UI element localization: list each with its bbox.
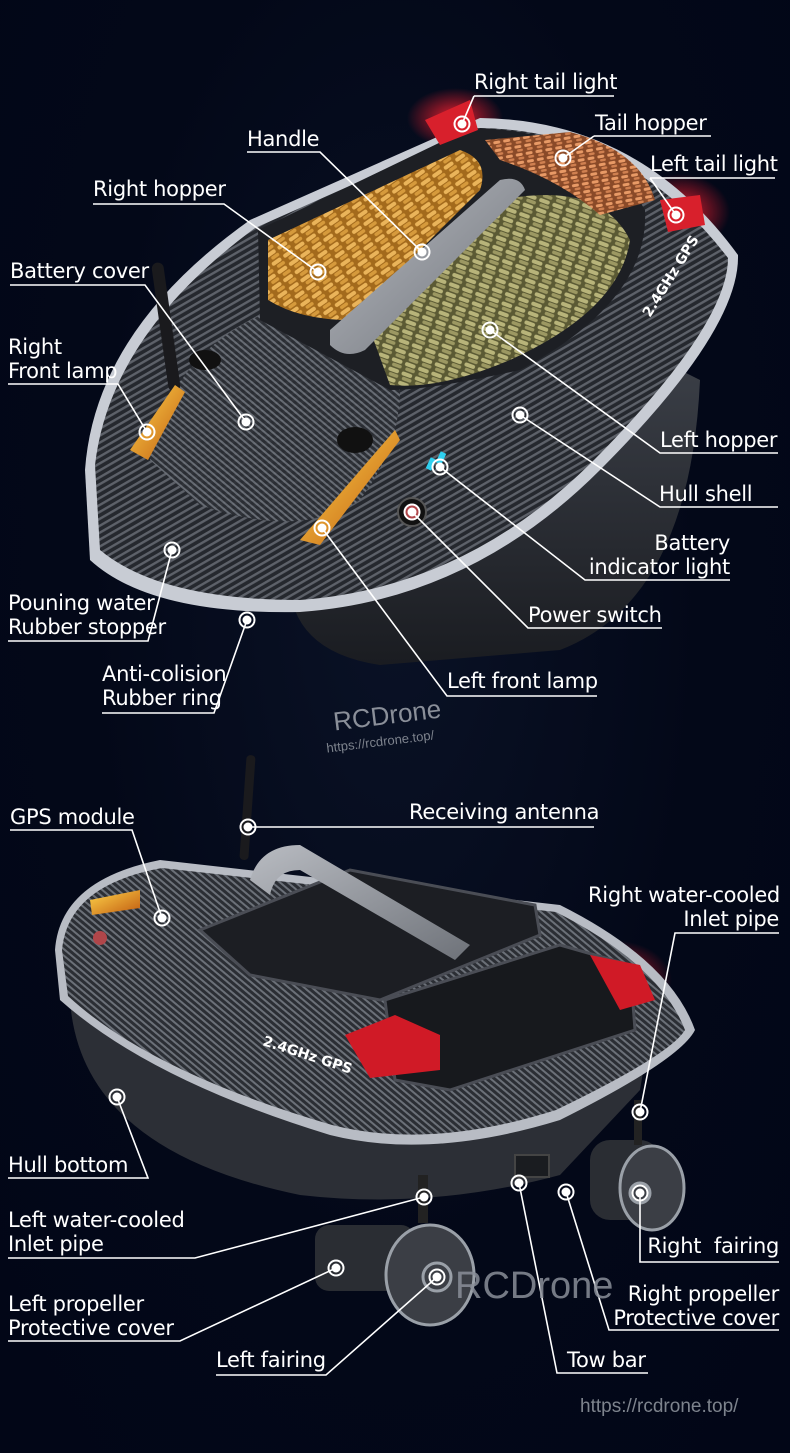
label-hull-shell: Hull shell (659, 482, 753, 506)
label-hull-bottom: Hull bottom (8, 1153, 129, 1177)
watermark-url-footer: https://rcdrone.top/ (580, 1396, 739, 1417)
label-power-switch: Power switch (528, 603, 662, 627)
marker-dots (112, 119, 681, 1282)
right-thruster (590, 1140, 686, 1232)
label-left-front-lamp: Left front lamp (447, 669, 598, 693)
bottom-boat: 2.4GHz GPS (55, 755, 695, 1327)
top-boat: 2.4GHz GPS (85, 88, 739, 665)
leader-lines (8, 95, 779, 1376)
label-receiving-antenna: Receiving antenna (409, 800, 600, 824)
marker-rings (108, 115, 685, 1286)
label-right-tail-light: Right tail light (474, 70, 618, 94)
watermark-brand-large: RCDrone (455, 1265, 614, 1307)
label-right-fairing: Right fairing (647, 1234, 779, 1258)
label-left-tail-light: Left tail light (650, 152, 778, 176)
label-tow-bar: Tow bar (567, 1348, 646, 1372)
label-handle: Handle (247, 127, 320, 151)
label-left-fairing: Left fairing (216, 1348, 326, 1372)
label-right-hopper: Right hopper (93, 177, 226, 201)
label-tail-hopper: Tail hopper (595, 111, 707, 135)
label-battery-cover: Battery cover (10, 259, 149, 283)
label-gps-module: GPS module (10, 805, 135, 829)
label-left-hopper: Left hopper (660, 428, 778, 452)
